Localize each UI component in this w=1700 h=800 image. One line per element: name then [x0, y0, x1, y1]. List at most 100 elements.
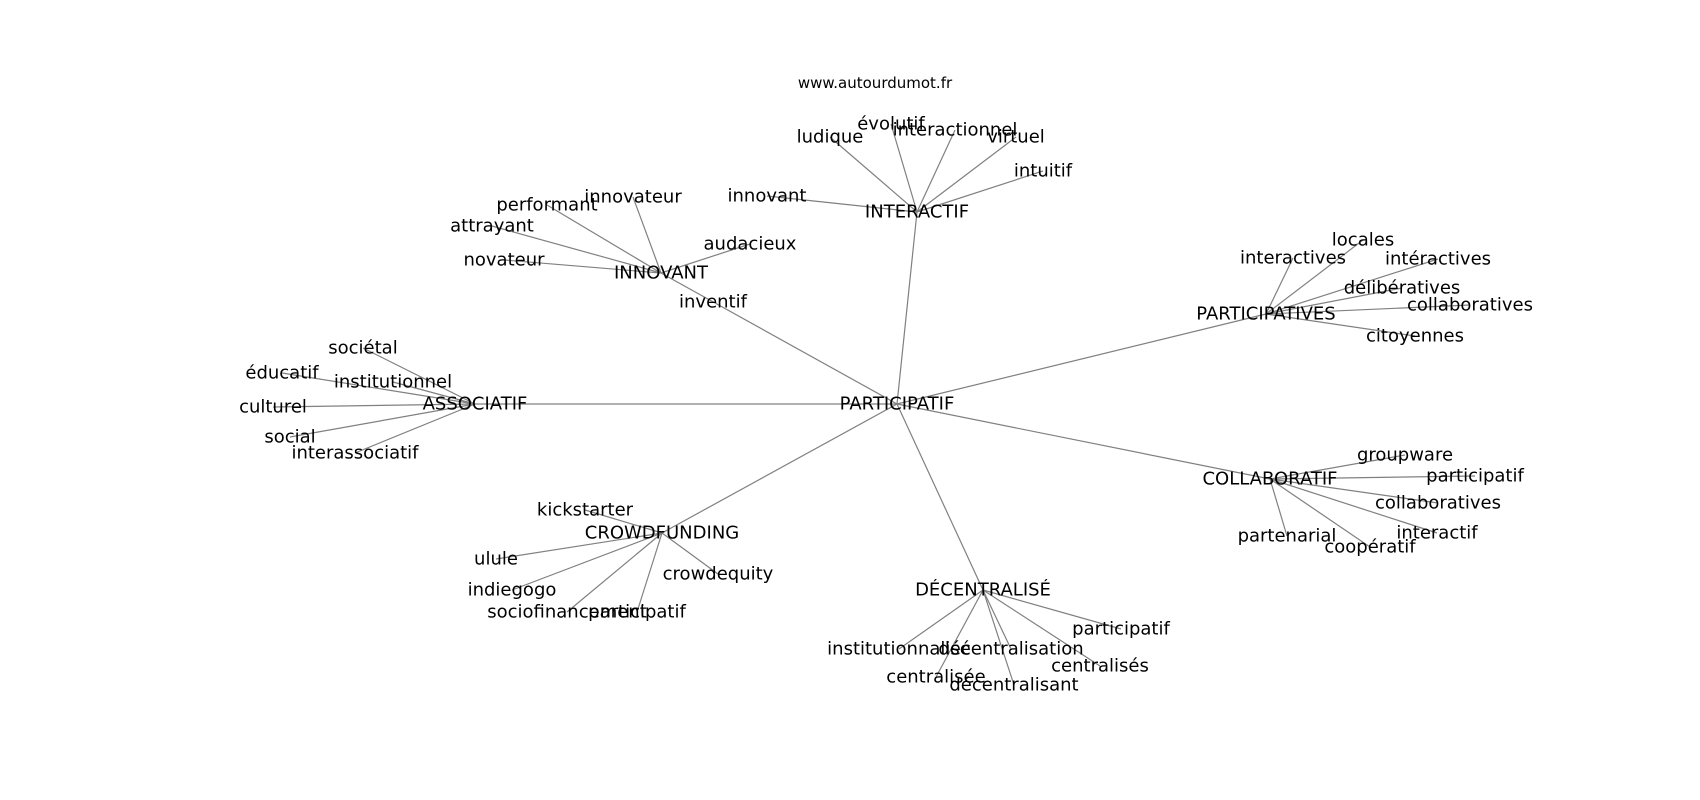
node-participatif_cf: participatif [588, 602, 686, 623]
node-institutionnel: institutionnel [334, 372, 452, 393]
node-innovateur: innovateur [584, 187, 682, 208]
node-intuitif: intuitif [1014, 161, 1073, 182]
edge-participatif_center-innovant [660, 272, 898, 405]
node-centralises: centralisés [1051, 656, 1149, 677]
edge-participatif_center-collaboratif [896, 403, 1271, 480]
edge-decentralise-participatif_dec [982, 589, 1122, 630]
edge-decentralise-decentralisation [982, 589, 1012, 650]
edge-crowdfunding-indiegogo [511, 532, 663, 591]
node-decentralisation: décentralisation [938, 639, 1083, 660]
edge-collaboratif-cooperatif [1269, 478, 1371, 548]
node-institutionnalise: institutionnalisé [827, 639, 971, 660]
node-audacieux: audacieux [704, 234, 797, 255]
edge-associatif-culturel [272, 403, 476, 408]
node-partenarial: partenarial [1238, 526, 1337, 547]
edge-associatif-social [289, 403, 476, 438]
node-educatif: éducatif [245, 363, 319, 384]
edge-collaboratif-participatif_col [1269, 475, 1476, 480]
node-participatif_col: participatif [1426, 466, 1524, 487]
node-locales: locales [1332, 230, 1394, 251]
edge-interactif-innovant_leaf [766, 195, 918, 213]
edge-collaboratif-partenarial [1269, 478, 1288, 537]
edge-collaboratif-collaboratives_col [1269, 478, 1439, 504]
node-decentralise: DÉCENTRALISÉ [915, 579, 1051, 601]
graph-labels: PARTICIPATIF INTERACTIF INNOVANT ASSOCIATIF… [239, 114, 1533, 696]
node-participatif_dec: participatif [1072, 619, 1170, 640]
node-participatives: PARTICIPATIVES [1196, 304, 1335, 325]
edge-participatives-interactives [1265, 257, 1294, 315]
edge-participatives-citoyennes [1265, 313, 1416, 337]
edge-interactif-ludique [829, 136, 918, 213]
node-innovant_leaf: innovant [728, 186, 807, 207]
node-evolutif: évolutif [857, 114, 925, 135]
edge-innovant-novateur [503, 259, 662, 274]
edge-decentralise-centralises [982, 589, 1101, 667]
edge-participatives-deliberatives [1265, 287, 1403, 315]
node-citoyennes: citoyennes [1366, 326, 1464, 347]
node-attrayant: attrayant [450, 216, 534, 237]
node-crowdfunding: CROWDFUNDING [585, 523, 739, 544]
node-interactionnel: interactionnel [893, 120, 1018, 141]
edge-crowdfunding-ulule [495, 532, 663, 560]
edge-collaboratif-interactif_col [1269, 478, 1438, 534]
edge-decentralise-centralisee [935, 589, 984, 678]
node-collaboratives_part: collaboratives [1407, 295, 1533, 316]
node-societal: sociétal [328, 338, 397, 359]
node-centralisee: centralisée [886, 667, 985, 688]
edge-interactif-intuitif [916, 170, 1044, 213]
node-social: social [264, 427, 315, 448]
node-interactives: interactives [1240, 248, 1346, 269]
node-novateur: novateur [463, 250, 545, 271]
node-interactives_accent: intéractives [1385, 249, 1491, 270]
node-ulule: ulule [474, 549, 518, 570]
node-virtuel: virtuel [987, 127, 1045, 148]
edge-participatif_center-crowdfunding [661, 403, 898, 534]
edge-crowdfunding-participatif_cf [636, 532, 663, 613]
edge-associatif-societal [362, 347, 476, 405]
edge-crowdfunding-crowdequity [661, 532, 719, 575]
node-interassociatif: interassociatif [291, 443, 419, 464]
edge-interactif-interactionnel [916, 129, 956, 213]
node-deliberatives: délibératives [1344, 278, 1461, 299]
node-interactif_col: interactif [1396, 523, 1478, 544]
edge-interactif-virtuel [916, 136, 1017, 213]
node-ludique: ludique [797, 127, 864, 148]
edge-innovant-performant [546, 204, 662, 274]
node-collaboratif: COLLABORATIF [1202, 469, 1337, 490]
edge-innovant-attrayant [491, 225, 662, 274]
edge-participatives-collaboratives_part [1265, 304, 1471, 315]
node-indiegogo: indiegogo [468, 580, 557, 601]
node-collaboratives_col: collaboratives [1375, 493, 1501, 514]
edge-crowdfunding-sociofinancement [566, 532, 663, 613]
edge-participatif_center-decentralise [896, 403, 984, 591]
node-culturel: culturel [239, 397, 307, 418]
node-decentralisant: décentralisant [949, 675, 1078, 696]
node-inventif: inventif [679, 292, 748, 313]
edge-collaboratif-groupware [1269, 454, 1406, 480]
node-cooperatif: coopératif [1324, 537, 1416, 558]
node-kickstarter: kickstarter [537, 500, 634, 521]
edge-participatif_center-interactif [896, 211, 918, 405]
node-crowdequity: crowdequity [663, 564, 774, 585]
node-interactif: INTERACTIF [865, 202, 969, 223]
source-url: www.autourdumot.fr [798, 74, 953, 92]
node-groupware: groupware [1357, 445, 1453, 466]
node-performant: performant [496, 195, 597, 216]
edge-participatives-interactives_accent [1265, 258, 1439, 315]
node-associatif: ASSOCIATIF [423, 394, 528, 415]
graph-edges [272, 123, 1476, 686]
node-participatif_center: PARTICIPATIF [840, 394, 955, 415]
edge-decentralise-institutionnalise [898, 589, 984, 650]
edge-interactif-evolutif [890, 123, 918, 213]
node-innovant: INNOVANT [614, 263, 709, 284]
edge-participatif_center-participatives [896, 313, 1267, 405]
edge-participatives-locales [1265, 239, 1364, 315]
node-sociofinancement: sociofinancement [487, 602, 647, 623]
edge-decentralise-decentralisant [982, 589, 1015, 686]
edge-innovant-innovateur [632, 196, 662, 274]
edge-innovant-audacieux [660, 243, 751, 274]
edge-crowdfunding-kickstarter [584, 509, 663, 534]
edge-associatif-institutionnel [392, 381, 476, 405]
edge-associatif-educatif [281, 372, 476, 405]
